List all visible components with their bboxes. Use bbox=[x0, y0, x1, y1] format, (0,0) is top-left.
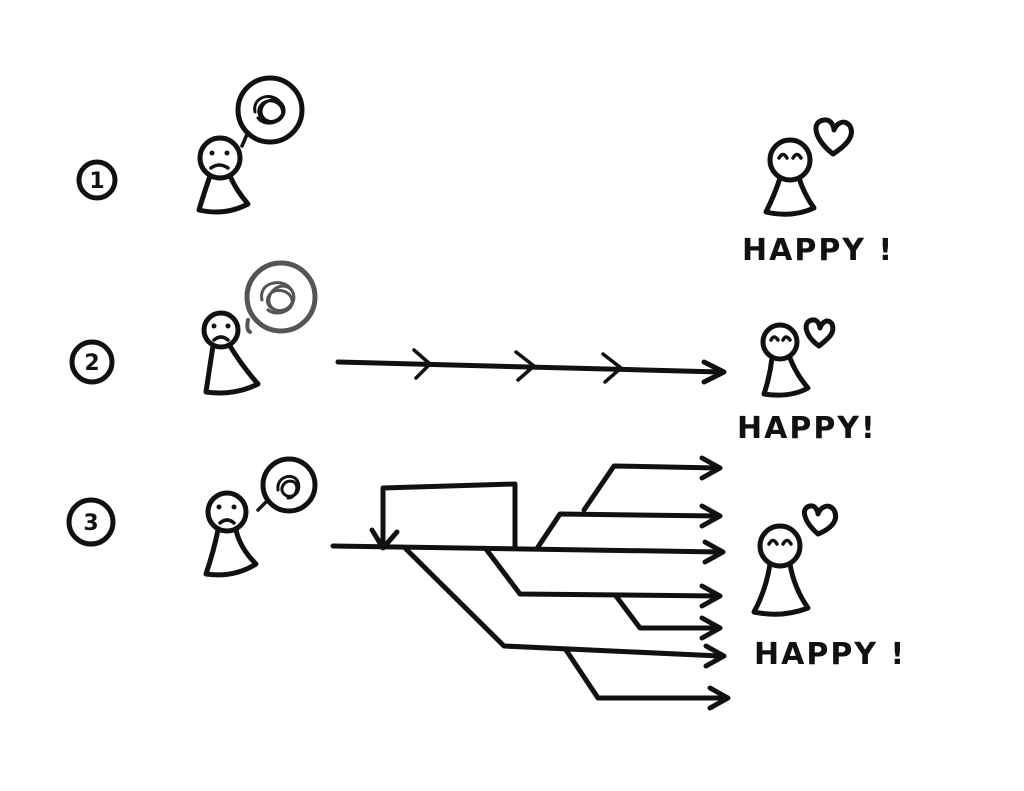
heart-icon bbox=[803, 317, 836, 349]
row-2-outcome-label: HAPPY! bbox=[737, 411, 877, 446]
sad-person-icon bbox=[201, 310, 261, 396]
branching-paths bbox=[330, 455, 731, 711]
happy-person-icon bbox=[751, 523, 811, 617]
heart-icon bbox=[813, 117, 854, 157]
row-3: 3 bbox=[66, 455, 906, 711]
tangled-thought-bubble-icon bbox=[256, 456, 318, 514]
row-1-outcome-label: HAPPY ! bbox=[742, 233, 894, 268]
row-3-outcome-label: HAPPY ! bbox=[754, 637, 906, 672]
row-1-number: 1 bbox=[89, 169, 104, 194]
heart-icon bbox=[801, 503, 838, 537]
row-3-number: 3 bbox=[83, 511, 98, 536]
sad-person-icon bbox=[203, 490, 259, 578]
row-1: 1 HAPPY ! bbox=[76, 75, 894, 268]
row-1-number-circle: 1 bbox=[76, 159, 118, 201]
row-2-number-circle: 2 bbox=[69, 339, 115, 385]
happy-person-icon bbox=[760, 322, 811, 398]
straight-path-arrow bbox=[335, 348, 727, 385]
row-3-number-circle: 3 bbox=[66, 497, 116, 547]
tangled-thought-bubble-icon bbox=[244, 260, 318, 334]
row-2-number: 2 bbox=[84, 351, 99, 376]
sad-person-icon bbox=[196, 135, 251, 215]
row-2: 2 HAPPY bbox=[69, 260, 877, 446]
happy-person-icon bbox=[763, 137, 817, 217]
tangled-thought-bubble-icon bbox=[235, 75, 305, 148]
